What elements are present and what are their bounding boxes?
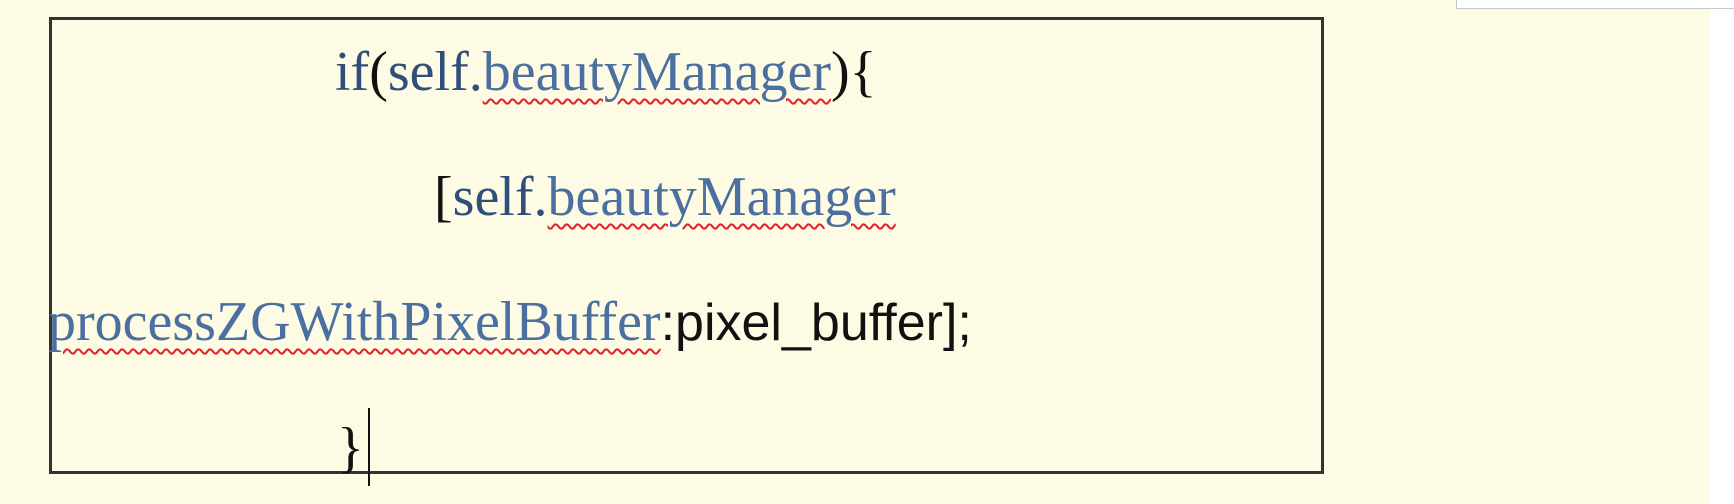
close-brace: } — [337, 417, 364, 479]
member-beautyManager: beautyManager — [482, 41, 832, 103]
open-paren: ( — [369, 41, 388, 103]
self-reference: self. — [452, 166, 548, 228]
method-args: :pixel_buffer]; — [660, 294, 972, 352]
ruler-corner — [1456, 0, 1734, 9]
code-text-box[interactable] — [49, 17, 1324, 474]
code-line-3[interactable]: processZGWithPixelBuffer:pixel_buffer]; — [48, 290, 972, 355]
keyword-if: if — [335, 41, 370, 103]
code-line-4[interactable]: } — [337, 416, 364, 480]
open-bracket: [ — [434, 166, 453, 228]
close-paren-brace: ){ — [831, 41, 877, 103]
text-cursor — [368, 408, 370, 486]
self-reference: self. — [387, 41, 483, 103]
code-line-1[interactable]: if(self.beautyManager){ — [335, 40, 877, 104]
code-line-2[interactable]: [self.beautyManager — [434, 165, 896, 229]
method-name: processZGWithPixelBuffer — [48, 291, 661, 353]
member-beautyManager: beautyManager — [547, 166, 896, 228]
